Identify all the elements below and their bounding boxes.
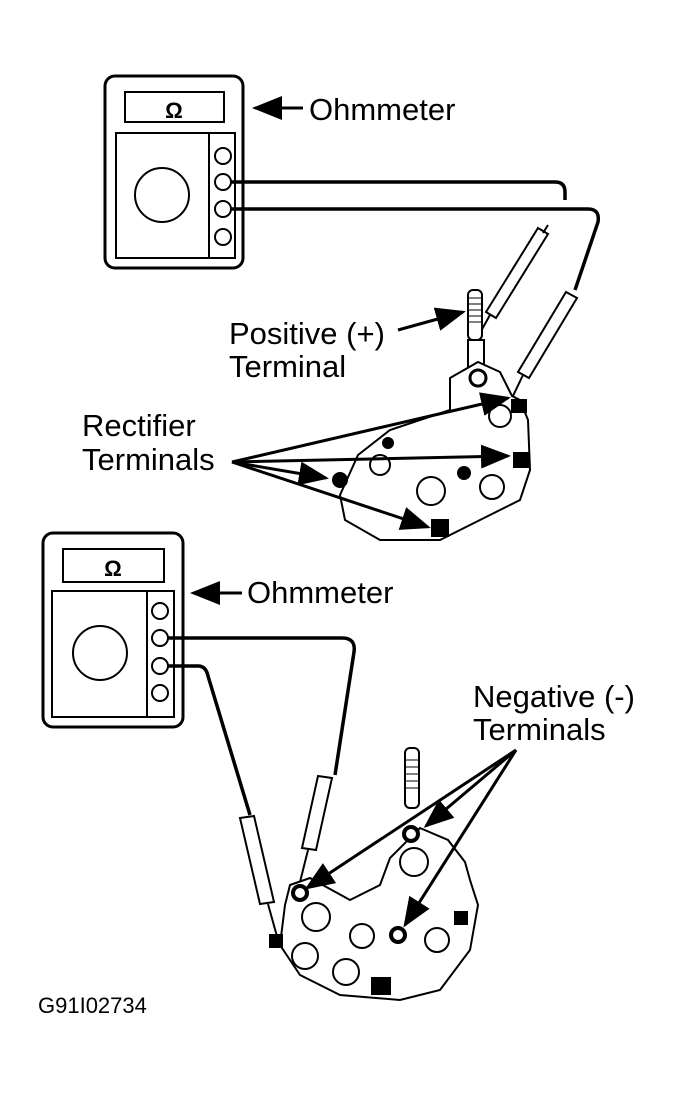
top-ohmmeter-label: Ohmmeter [309, 92, 456, 127]
rectifier-arrow [231, 460, 431, 530]
bottom-arrows [190, 581, 518, 928]
bottom-ohmmeter-label: Ohmmeter [247, 575, 394, 610]
rectifier-terminal [513, 452, 529, 468]
jack [151, 657, 169, 675]
meter-display [124, 91, 225, 123]
probe-handle [516, 290, 579, 380]
rectifier-plate [338, 360, 532, 541]
jack [151, 629, 169, 647]
probe-handle [300, 774, 334, 852]
rectifier-terminal [431, 519, 449, 537]
meter-panel [115, 132, 236, 259]
meter-display [62, 548, 165, 583]
rectifier-arrow [231, 460, 329, 486]
bottom-probes [238, 774, 334, 941]
meter-body [41, 531, 185, 729]
rectifier-terminal [371, 977, 391, 995]
rectifier-arrow [231, 444, 511, 469]
selector-dial [72, 625, 128, 681]
positive-terminal-label-line1: Positive (+) [229, 316, 385, 351]
rectifier-terminals-label-line2: Terminals [82, 442, 215, 477]
jack [151, 684, 169, 702]
bottom-test-leads [168, 636, 356, 816]
jack [214, 228, 232, 246]
probe-handle [238, 814, 276, 906]
top-arrows [231, 96, 511, 530]
negative-terminal-arrow [403, 749, 518, 928]
top-test-leads [231, 180, 601, 291]
jack [214, 147, 232, 165]
ohm-symbol: Ω [165, 98, 183, 123]
negative-terminals-label-line2: Terminals [473, 712, 606, 747]
negative-terminal-arrow [304, 748, 517, 890]
rectifier-arrow [231, 392, 511, 464]
positive-terminal-arrow [397, 307, 466, 332]
jack [214, 200, 232, 218]
ohm-symbol: Ω [104, 556, 122, 581]
positive-terminal-label-line2: Terminal [229, 349, 347, 384]
figure-id-code: G91I02734 [38, 993, 147, 1018]
jack [151, 602, 169, 620]
negative-terminal-arrow [423, 748, 517, 828]
rectifier-plate [278, 826, 480, 1002]
rectifier-terminal [511, 399, 527, 413]
jack [214, 173, 232, 191]
bottom-ohmmeter [41, 531, 185, 729]
probe-handle [484, 226, 550, 320]
rectifier-terminals-label-line1: Rectifier [82, 408, 196, 443]
meter-body [103, 74, 245, 270]
bottom-rectifier [269, 747, 480, 1002]
terminal-stud [404, 747, 420, 809]
meter-panel [51, 590, 175, 718]
selector-dial [134, 167, 190, 223]
top-ohmmeter [103, 74, 245, 270]
negative-terminals-label-line1: Negative (-) [473, 679, 635, 714]
